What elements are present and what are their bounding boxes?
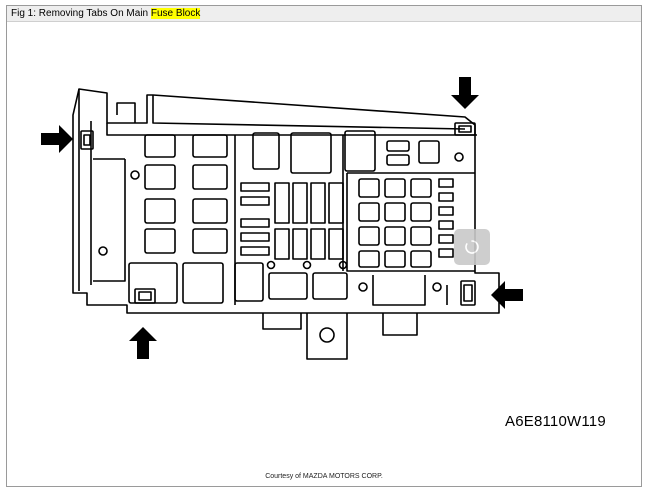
courtesy-credit: Courtesy of MAZDA MOTORS CORP. xyxy=(265,473,383,480)
figure-frame: Fig 1: Removing Tabs On Main Fuse Block xyxy=(6,5,642,487)
housing-bottom-tabs xyxy=(262,275,448,360)
figure-caption: Fig 1: Removing Tabs On Main Fuse Block xyxy=(7,6,641,22)
left-relay-column xyxy=(98,134,228,304)
caption-prefix: Fig 1: Removing Tabs On Main xyxy=(11,8,151,19)
arrow-down-icon xyxy=(451,77,479,109)
middle-fuse-section xyxy=(234,130,376,302)
arrow-up-icon xyxy=(129,327,157,359)
fuse-block-diagram xyxy=(41,77,523,360)
loading-overlay-button[interactable] xyxy=(454,229,490,265)
arrow-left-icon xyxy=(491,281,523,309)
right-fuse-grid xyxy=(358,140,464,292)
arrow-right-icon xyxy=(41,125,73,153)
caption-highlight: Fuse Block xyxy=(150,8,201,19)
locking-tabs xyxy=(80,122,476,306)
diagram-area: A6E8110W119 Courtesy of MAZDA MOTORS COR… xyxy=(7,23,641,486)
fuse-block-housing xyxy=(72,88,500,314)
loading-spinner-icon xyxy=(465,240,479,254)
figure-code: A6E8110W119 xyxy=(505,413,606,430)
